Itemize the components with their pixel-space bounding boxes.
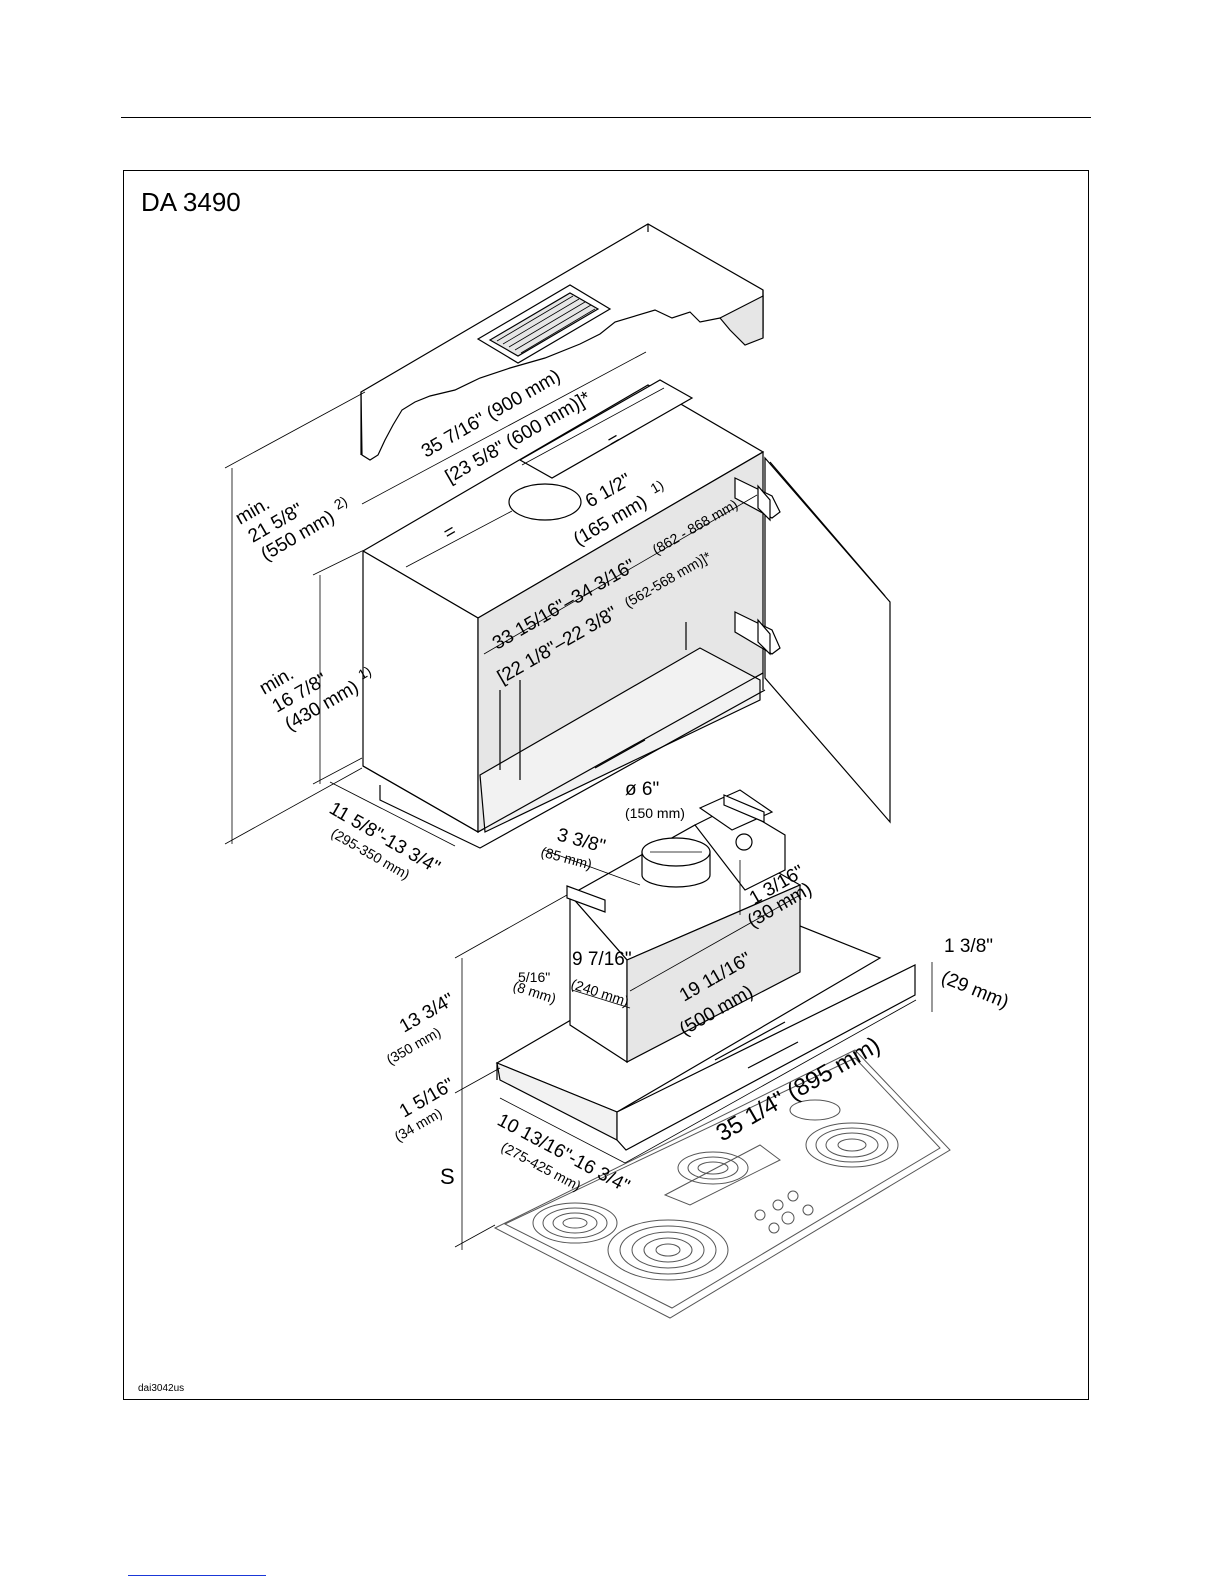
ceiling-slab <box>360 223 764 461</box>
dim-wall-gap: 5/16" (8 mm) <box>511 969 558 1007</box>
door-hinge-lower <box>734 611 781 656</box>
cabinet-duct-cutout <box>508 379 694 521</box>
dim-duct-diameter: ø 6" (150 mm) <box>625 779 685 821</box>
hood-motor-housing <box>569 789 802 1064</box>
figure-code: dai3042us <box>138 1383 185 1394</box>
dim-duct-diameter-text: ø 6" <box>625 779 659 800</box>
exhaust-collar <box>641 837 711 888</box>
dim-min-cabinet: min. 16 7/8" (430 mm) 1) <box>256 663 374 736</box>
door-hinge-upper <box>734 477 781 522</box>
dim-edge-thickness: 1 5/16" (34 mm) <box>392 1074 459 1144</box>
dim-canopy-thickness: 1 3/8" (29 mm) <box>938 936 1011 1013</box>
dim-wall-gap-text: 5/16" <box>518 969 550 985</box>
diagram-frame <box>123 170 1089 1400</box>
footer-link-underline <box>128 1575 266 1576</box>
cooktop <box>493 1049 951 1319</box>
dim-min-height-top-note: 2) <box>331 493 350 513</box>
dim-housing-depth-text: 9 7/16" <box>572 949 632 970</box>
header-rule <box>121 117 1091 118</box>
dim-cabinet-depth: 11 5/8"-13 3/4" (295-350 mm) <box>326 798 444 882</box>
dim-safety-distance: S <box>440 1164 455 1189</box>
dim-min-height-top: min. 21 5/8" (550 mm) 2) <box>232 493 350 566</box>
ceiling-vent-icon <box>476 284 612 364</box>
wall-cabinet <box>361 384 766 849</box>
model-title: DA 3490 <box>141 187 241 217</box>
dim-duct-offset: 3 3/8" (85 mm) <box>539 825 607 873</box>
dim-duct-diameter-mm: (150 mm) <box>625 805 685 821</box>
mounting-bracket-right <box>723 794 765 823</box>
mounting-bracket-left <box>566 885 606 913</box>
dimension-lines <box>224 351 933 1250</box>
dim-canopy-thickness-text: 1 3/8" <box>944 936 993 957</box>
dim-canopy-thickness-mm: (29 mm) <box>938 967 1011 1013</box>
cabinet-door <box>764 456 891 824</box>
dim-housing-height: 13 3/4" (350 mm) <box>384 989 459 1067</box>
